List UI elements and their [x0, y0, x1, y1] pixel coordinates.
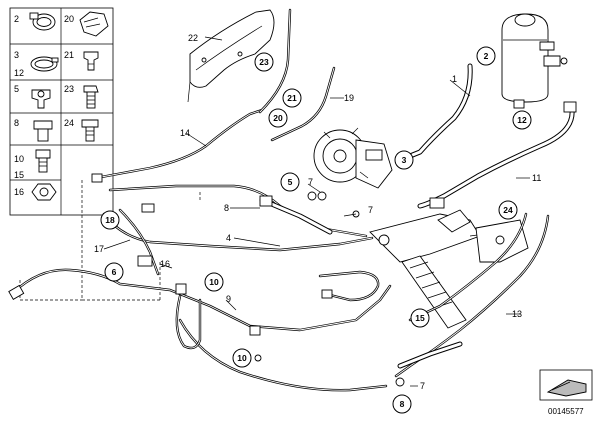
callout-24-label: 24 — [503, 205, 513, 215]
callout-15[interactable]: 15 — [410, 308, 430, 328]
legend-label-23: 23 — [64, 84, 74, 94]
callout-3[interactable]: 3 — [394, 150, 414, 170]
pipe-14 — [94, 108, 264, 180]
bolt-icon — [33, 120, 53, 142]
callout-10-upper-label: 10 — [209, 277, 219, 287]
power-steering-pump-part — [313, 127, 393, 189]
bracket-part — [475, 219, 529, 263]
callout-10-lower[interactable]: 10 — [232, 348, 252, 368]
spacer-stud-icon — [83, 51, 99, 71]
label-1: 1 — [452, 74, 457, 84]
label-8: 8 — [224, 203, 229, 213]
label-16: 16 — [160, 259, 170, 269]
pressure-pipe-19 — [270, 66, 336, 142]
callout-8[interactable]: 8 — [392, 394, 412, 414]
hex-nut-icon — [31, 183, 57, 201]
legend-label-24: 24 — [64, 118, 74, 128]
legend-label-16: 16 — [14, 187, 24, 197]
label-7-lower: 7 — [420, 381, 425, 391]
callout-6-label: 6 — [112, 267, 117, 277]
legend-label-21: 21 — [64, 50, 74, 60]
callout-20[interactable]: 20 — [268, 108, 288, 128]
callout-18-label: 18 — [105, 215, 115, 225]
legend-label-5: 5 — [14, 84, 19, 94]
label-22: 22 — [188, 33, 198, 43]
callout-8-label: 8 — [400, 399, 405, 409]
fittings — [8, 101, 577, 387]
heat-shield-part — [187, 9, 275, 103]
callout-2-label: 2 — [484, 51, 489, 61]
legend-label-12: 12 — [14, 68, 24, 78]
callout-18[interactable]: 18 — [100, 210, 120, 230]
label-11: 11 — [532, 173, 541, 183]
guide-line-a — [19, 280, 82, 301]
legend-label-20: 20 — [64, 14, 74, 24]
reservoir-part — [501, 13, 568, 109]
clamp-band-icon — [30, 56, 59, 72]
label-19: 19 — [344, 93, 354, 103]
legend-label-2: 2 — [14, 14, 19, 24]
callout-21-label: 21 — [287, 93, 297, 103]
hose-clamp-icon — [29, 12, 56, 31]
callout-2[interactable]: 2 — [476, 46, 496, 66]
flange-bolt-icon — [81, 119, 99, 142]
pressure-hose — [259, 197, 333, 235]
legend-label-3: 3 — [14, 50, 19, 60]
callout-24[interactable]: 24 — [498, 200, 518, 220]
return-pipe — [417, 107, 575, 209]
legend-label-15: 15 — [14, 170, 24, 180]
callout-23[interactable]: 23 — [254, 52, 274, 72]
lower-return-hose — [397, 341, 463, 369]
label-9: 9 — [226, 294, 231, 304]
label-14: 14 — [180, 128, 190, 138]
callout-6[interactable]: 6 — [104, 262, 124, 282]
label-7-upper: 7 — [308, 177, 313, 187]
callout-20-label: 20 — [273, 113, 283, 123]
callout-12-label: 12 — [517, 115, 527, 125]
legend-label-8: 8 — [14, 118, 19, 128]
callout-15-label: 15 — [415, 313, 425, 323]
rubber-mount-icon — [79, 11, 109, 37]
diagram-number: 00145577 — [548, 407, 584, 416]
callout-12[interactable]: 12 — [512, 110, 532, 130]
pipe-lower — [178, 318, 388, 392]
banjo-bolt-icon — [31, 89, 51, 109]
callout-10-upper[interactable]: 10 — [204, 272, 224, 292]
steering-rack-part — [369, 209, 501, 329]
callout-21[interactable]: 21 — [282, 88, 302, 108]
screw-icon — [35, 149, 51, 173]
label-17: 17 — [94, 244, 104, 254]
legend-label-10: 10 — [14, 154, 24, 164]
callout-23-label: 23 — [259, 57, 269, 67]
leader-lines — [103, 36, 530, 387]
callout-5[interactable]: 5 — [280, 172, 300, 192]
label-13: 13 — [512, 309, 522, 319]
legend-panel: 2 20 3 21 12 5 23 8 24 10 15 16 — [9, 7, 114, 216]
label-4: 4 — [226, 233, 231, 243]
callout-10-lower-label: 10 — [237, 353, 247, 363]
label-7-middle: 7 — [368, 205, 373, 215]
reference-thumbnail — [539, 369, 593, 401]
suction-hose — [397, 63, 473, 163]
callout-5-label: 5 — [288, 177, 293, 187]
callout-3-label: 3 — [402, 155, 407, 165]
hex-bolt-icon — [83, 85, 99, 109]
